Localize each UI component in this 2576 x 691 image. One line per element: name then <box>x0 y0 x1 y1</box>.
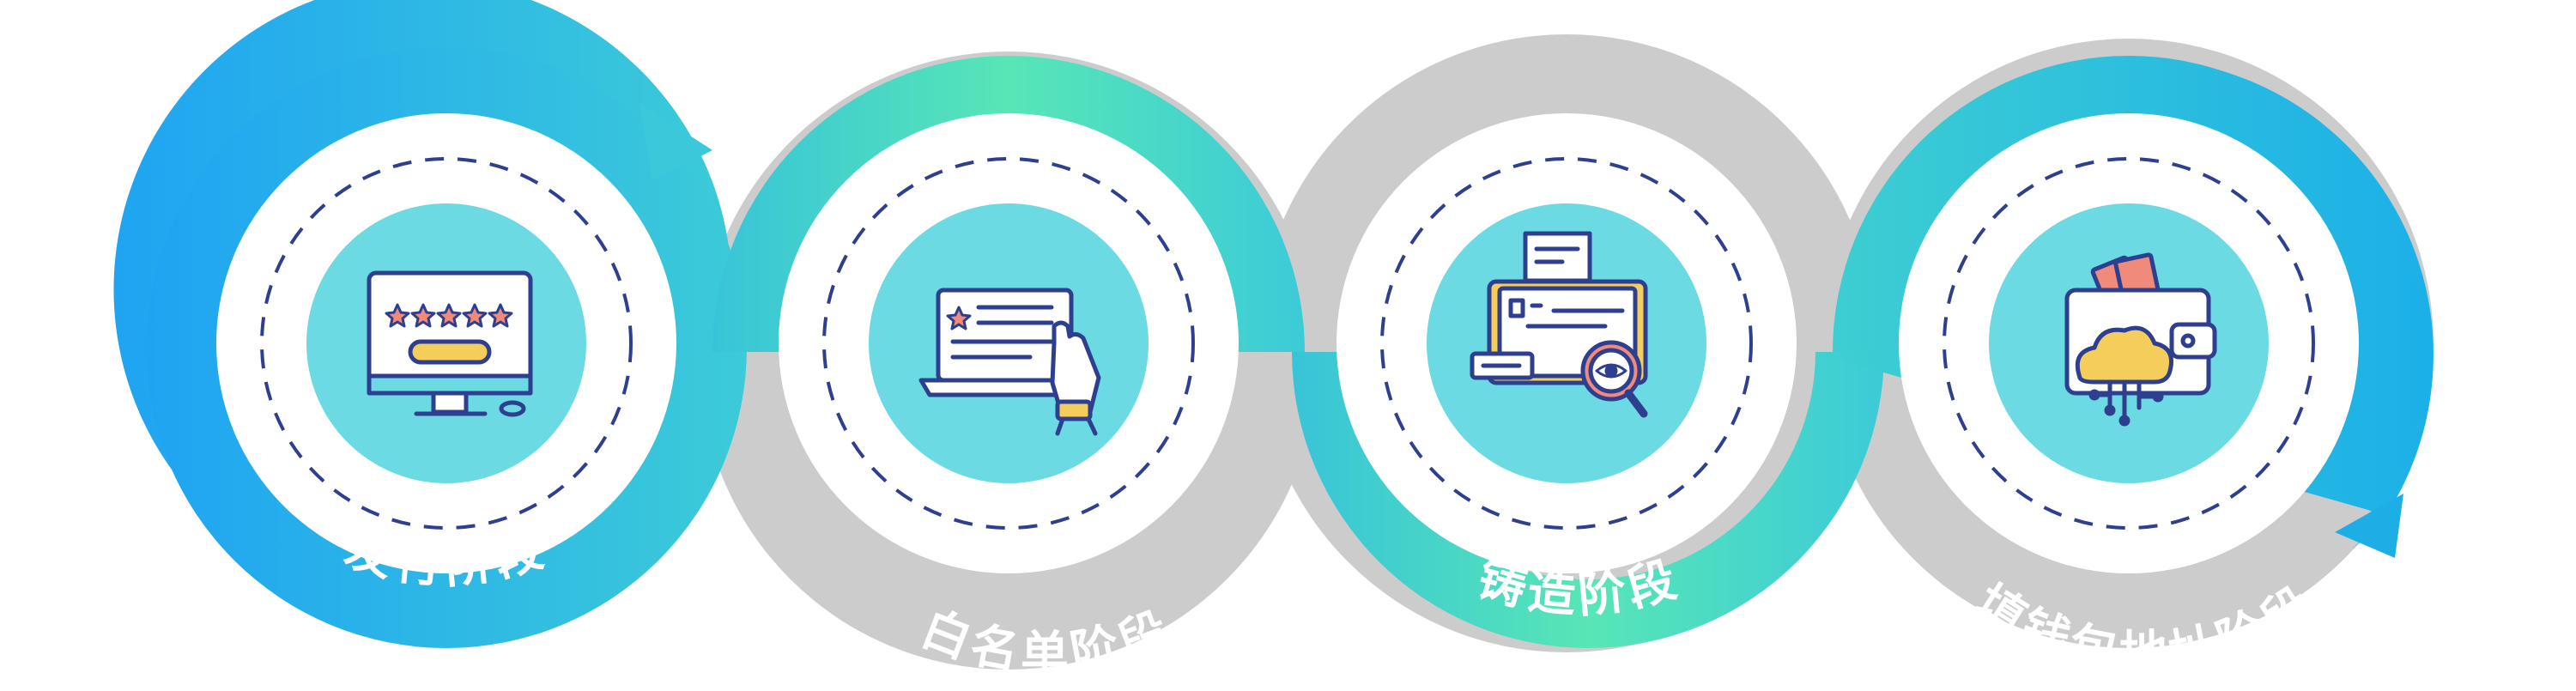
ribbon-stage-2 <box>712 56 1305 352</box>
wallet-cloud-icon <box>2064 252 2217 427</box>
ribbon-flap-1 <box>639 103 712 180</box>
ribbon-stage-3 <box>1292 352 1884 648</box>
dashed-ring-2 <box>822 157 1195 530</box>
ribbon-flap-4 <box>2335 494 2403 558</box>
dashed-ring-4 <box>1943 157 2315 530</box>
monitor-rating-icon <box>367 270 533 417</box>
dashed-ring-1 <box>260 157 633 530</box>
id-card-inspect-icon <box>1470 231 1648 418</box>
dashed-ring-3 <box>1380 157 1753 530</box>
laptop-list-icon <box>918 288 1101 436</box>
